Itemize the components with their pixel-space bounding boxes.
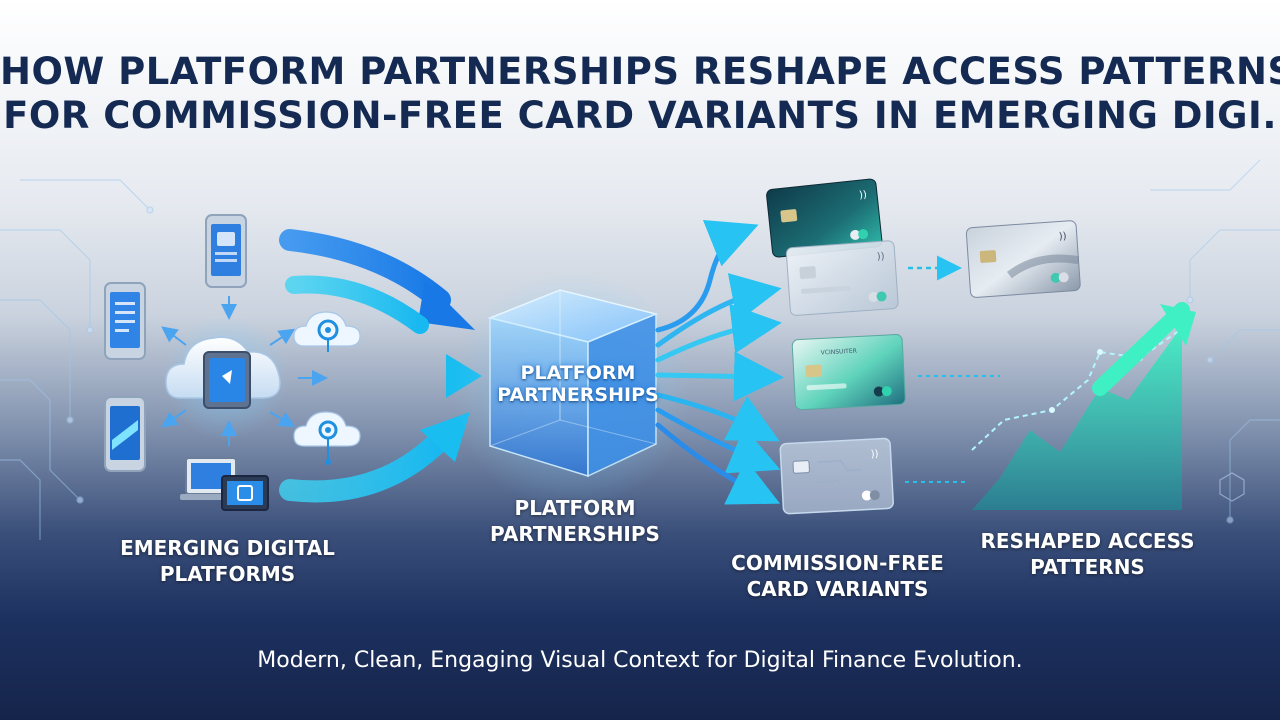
title-line-2: FOR COMMISSION-FREE CARD VARIANTS IN EME… <box>3 94 1277 137</box>
card-brand-text: VCINSUITER <box>821 348 857 357</box>
partnership-hub-cube <box>452 270 692 510</box>
card-to-access-connectors <box>905 255 1000 483</box>
flow-arrows-to-cards <box>655 219 784 505</box>
cloud-tablet-icon <box>164 316 288 440</box>
hub-label-line-1: PLATFORM <box>514 496 636 520</box>
circuit-lines-right <box>1150 159 1280 524</box>
smartphone-bottom-icon <box>104 396 146 472</box>
laptop-monitor-icon <box>180 457 269 511</box>
access-label-line-1: RESHAPED ACCESS <box>980 529 1195 553</box>
card-transparent-circuit: )) <box>779 437 894 515</box>
smartphone-left-icon <box>104 282 146 360</box>
hub-cube-label-line-1: PLATFORM <box>520 362 636 384</box>
title-line-1: HOW PLATFORM PARTNERSHIPS RESHAPE ACCESS… <box>0 50 1280 93</box>
hub-label: PLATFORM PARTNERSHIPS <box>470 495 680 547</box>
access-label: RESHAPED ACCESS PATTERNS <box>965 528 1210 580</box>
platforms-label-line-2: PLATFORMS <box>159 562 296 586</box>
svg-text:)): )) <box>876 251 885 263</box>
hub-cube-label: PLATFORM PARTNERSHIPS <box>488 362 668 406</box>
svg-text:)): )) <box>870 449 878 460</box>
cards-label-line-1: COMMISSION-FREE <box>731 551 944 575</box>
card-teal-gradient: VCINSUITER <box>791 334 906 411</box>
card-light-1: )) <box>785 240 899 316</box>
platforms-cluster <box>104 214 361 511</box>
page-title: HOW PLATFORM PARTNERSHIPS RESHAPE ACCESS… <box>0 50 1280 138</box>
cloud-hotspot-icon <box>293 411 361 465</box>
platforms-label: EMERGING DIGITAL PLATFORMS <box>110 535 345 587</box>
cluster-connector-arrows <box>161 296 328 446</box>
access-growth-chart <box>971 302 1196 510</box>
smartphone-top-icon <box>205 214 247 288</box>
hub-label-line-2: PARTNERSHIPS <box>490 522 660 546</box>
access-label-line-2: PATTERNS <box>1030 555 1145 579</box>
circuit-lines-left <box>0 179 154 540</box>
cloud-sync-icon <box>293 311 361 352</box>
flow-arrows-into-hub <box>279 229 482 503</box>
svg-text:)): )) <box>1058 231 1067 243</box>
caption: Modern, Clean, Engaging Visual Context f… <box>257 648 1023 673</box>
svg-text:)): )) <box>859 190 868 202</box>
cards-label: COMMISSION-FREE CARD VARIANTS <box>720 550 955 602</box>
card-silver-access: )) <box>965 220 1081 298</box>
platforms-label-line-1: EMERGING DIGITAL <box>120 536 335 560</box>
cards-label-line-2: CARD VARIANTS <box>746 577 929 601</box>
hub-cube-label-line-2: PARTNERSHIPS <box>497 384 659 406</box>
